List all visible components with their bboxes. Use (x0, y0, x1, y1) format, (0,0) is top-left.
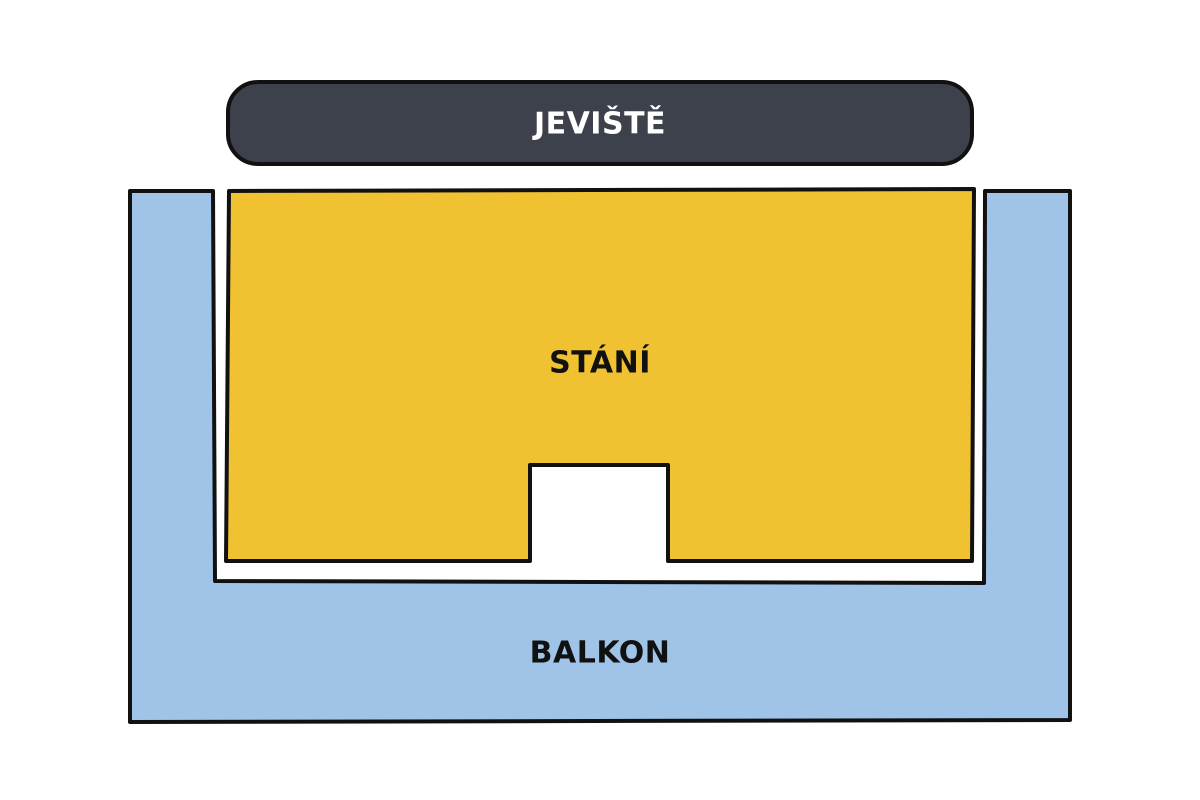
stage-area (226, 80, 974, 166)
stage-zone: JEVIŠTĚ (226, 80, 974, 166)
stage-label: JEVIŠTĚ (532, 105, 666, 142)
balcony-area[interactable] (128, 189, 1072, 724)
balcony-label: BALKON (530, 636, 671, 671)
standing-label: STÁNÍ (549, 345, 651, 381)
standing-zone[interactable]: STÁNÍ (224, 187, 976, 563)
standing-area[interactable] (224, 187, 976, 563)
balcony-zone[interactable]: BALKON (128, 189, 1072, 724)
